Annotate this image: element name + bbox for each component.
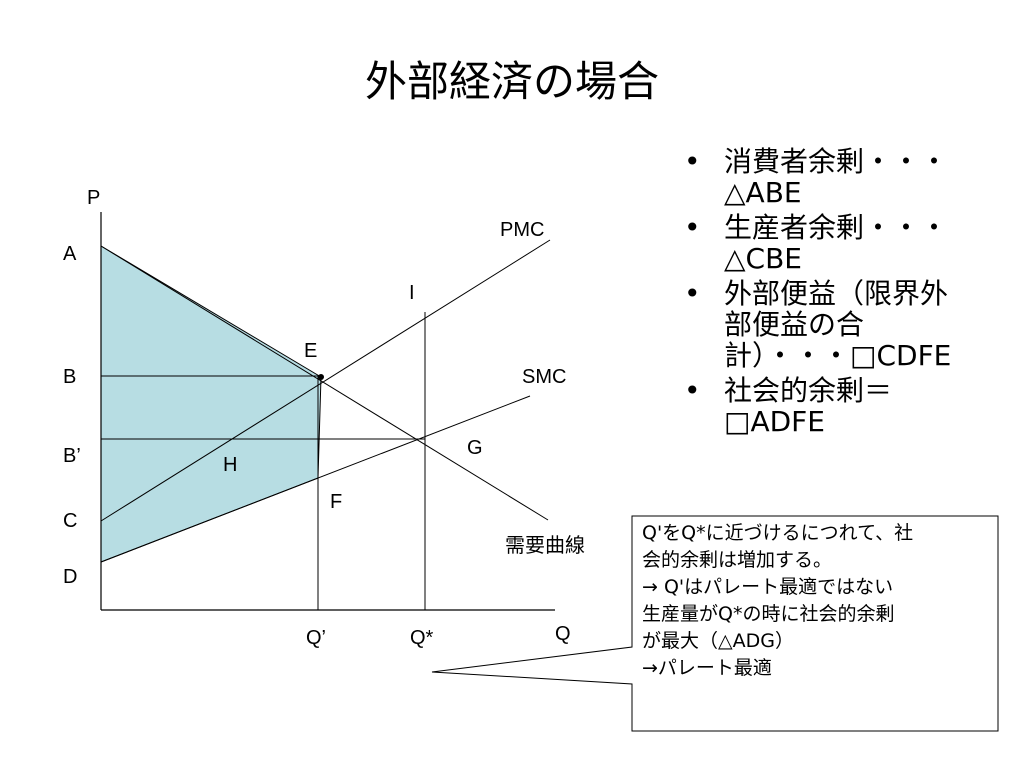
bullet-external-benefit: 外部便益（限界外 部便益の合 計）・・・□CDFE	[680, 278, 1000, 371]
price-label-a: A	[63, 243, 77, 265]
bullet-line: △CBE	[724, 242, 802, 275]
axis-label-p: P	[87, 187, 100, 209]
axis-label-q: Q	[555, 623, 571, 645]
bullet-line: □ADFE	[724, 405, 825, 438]
bullet-social-surplus: 社会的余剰＝ □ADFE	[680, 375, 1000, 437]
callout-box	[431, 515, 999, 732]
callout-line: → Q'はパレート最適ではない	[642, 576, 894, 598]
callout-line: 会的余剰は増加する。	[642, 549, 833, 571]
bullet-line: △ABE	[724, 176, 802, 209]
bullet-line: 部便益の合	[724, 308, 865, 341]
smc-curve	[100, 395, 531, 563]
bullet-line: 生産者余剰・・・	[724, 211, 949, 244]
point-label-h: H	[223, 454, 237, 476]
curve-label-demand: 需要曲線	[505, 534, 585, 557]
slide-title: 外部経済の場合	[364, 57, 659, 106]
point-label-e: E	[304, 340, 317, 362]
point-label-g: G	[467, 437, 483, 459]
bullet-line: 計）・・・□CDFE	[724, 339, 952, 372]
price-label-c: C	[63, 510, 77, 532]
bullet-line: 消費者余剰・・・	[724, 145, 949, 178]
pmc-curve	[100, 239, 551, 522]
callout-line: Q'をQ*に近づけるにつれて、社	[642, 522, 914, 544]
curve-label-smc: SMC	[522, 366, 566, 388]
point-e-marker	[318, 374, 324, 380]
callout-line: →パレート最適	[642, 657, 772, 679]
summary-bullet-list: 消費者余剰・・・ △ABE 生産者余剰・・・ △CBE 外部便益（限界外 部便益…	[680, 146, 1000, 441]
demand-curve	[100, 245, 549, 521]
quantity-label-q-prime: Q’	[306, 627, 326, 649]
bullet-producer-surplus: 生産者余剰・・・ △CBE	[680, 212, 1000, 274]
bullet-line: 社会的余剰＝	[724, 374, 893, 407]
curve-label-pmc: PMC	[500, 219, 544, 241]
callout-line: 生産量がQ*の時に社会的余剰	[642, 603, 895, 625]
callout-line: が最大（△ADG）	[642, 630, 794, 652]
bullet-consumer-surplus: 消費者余剰・・・ △ABE	[680, 146, 1000, 208]
bullet-line: 外部便益（限界外	[724, 277, 949, 310]
price-label-b-prime: B’	[63, 445, 81, 467]
point-label-i: I	[409, 282, 415, 304]
price-label-b: B	[63, 366, 76, 388]
quantity-label-q-star: Q*	[410, 627, 434, 649]
price-label-d: D	[63, 566, 77, 588]
point-label-f: F	[330, 491, 342, 513]
callout-text: Q'をQ*に近づけるにつれて、社 会的余剰は増加する。 → Q'はパレート最適で…	[642, 520, 992, 682]
